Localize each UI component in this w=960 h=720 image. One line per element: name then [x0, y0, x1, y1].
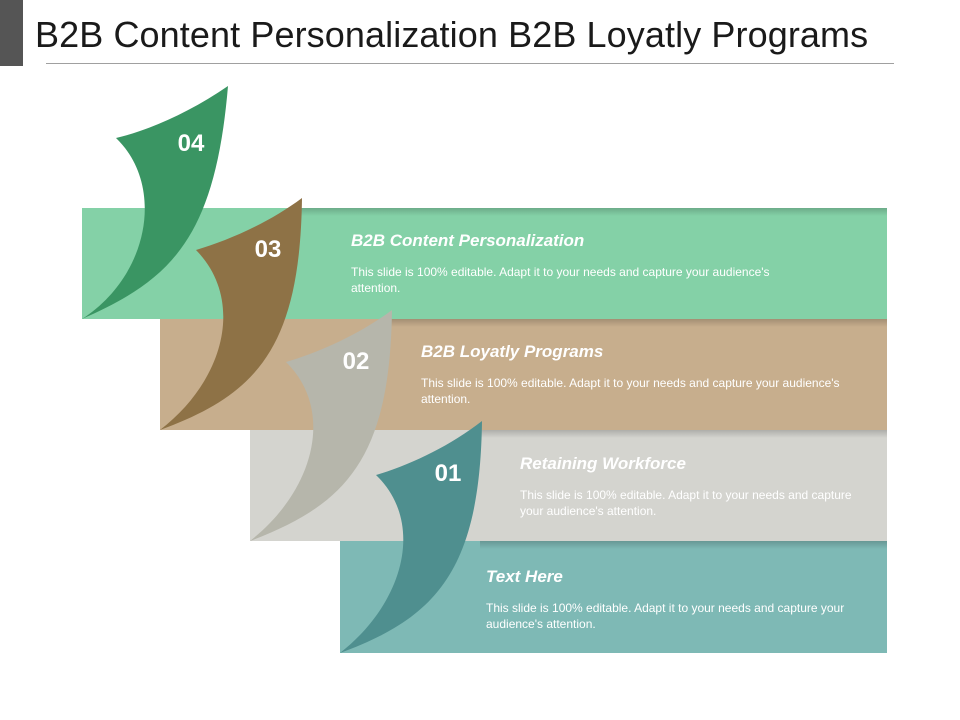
title-accent-block — [0, 0, 23, 66]
step-number-04: 04 — [177, 130, 205, 157]
step-04-heading: B2B Content Personalization — [351, 231, 585, 250]
step-02-content: Retaining Workforce This slide is 100% e… — [520, 454, 860, 519]
step-number-02: 02 — [342, 348, 370, 375]
step-03-content: B2B Loyatly Programs This slide is 100% … — [421, 342, 841, 407]
step-04-content: B2B Content Personalization This slide i… — [351, 231, 771, 296]
step-number-01: 01 — [434, 460, 462, 487]
step-04-description: This slide is 100% editable. Adapt it to… — [351, 265, 770, 295]
step-03-heading: B2B Loyatly Programs — [421, 342, 604, 361]
step-01-heading: Text Here — [486, 567, 563, 586]
step-01-description: This slide is 100% editable. Adapt it to… — [486, 601, 845, 631]
ribbon-03 — [160, 198, 302, 430]
step-number-03: 03 — [254, 236, 282, 263]
step-03-description: This slide is 100% editable. Adapt it to… — [421, 376, 840, 406]
step-02-description: This slide is 100% editable. Adapt it to… — [520, 488, 852, 518]
bar-03 — [160, 319, 887, 430]
ribbon-01 — [340, 421, 482, 653]
step-02-heading: Retaining Workforce — [520, 454, 686, 473]
bar-shadow-03 — [380, 319, 887, 327]
ribbon-04 — [82, 86, 228, 319]
bar-shadow-04 — [300, 208, 887, 216]
title-divider — [46, 63, 894, 64]
ribbon-02 — [250, 310, 392, 541]
bar-shadow-02 — [470, 430, 887, 438]
slide-title: B2B Content Personalization B2B Loyatly … — [35, 14, 869, 55]
bar-shadow-01 — [480, 541, 887, 549]
step-01-content: Text Here This slide is 100% editable. A… — [486, 567, 866, 632]
